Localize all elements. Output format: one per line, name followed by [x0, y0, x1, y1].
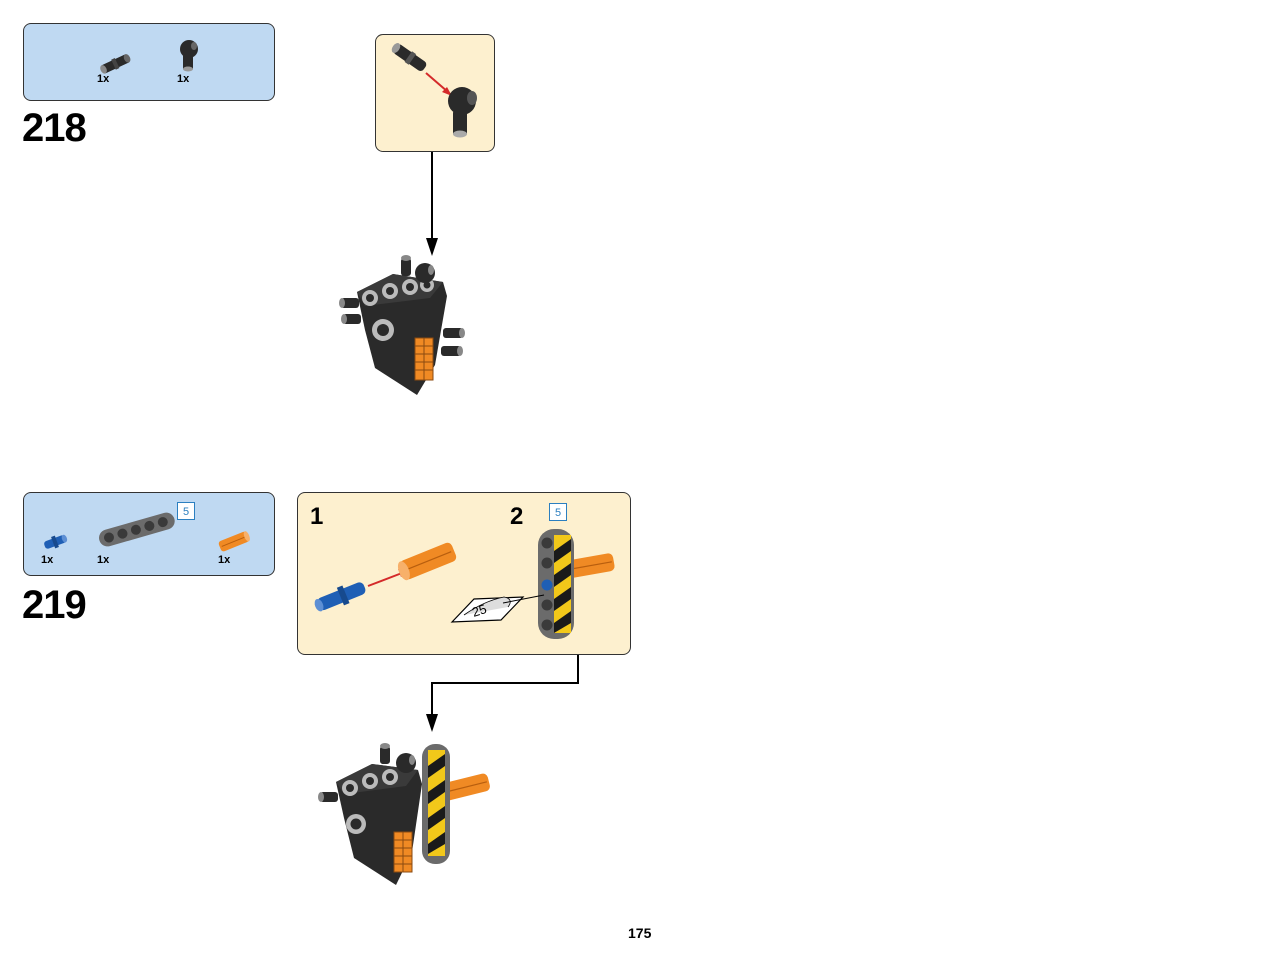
- sub-step-illustration: [314, 529, 615, 639]
- pin-connector-icon: [100, 54, 131, 74]
- beam-length-badge: 5: [549, 503, 567, 521]
- step-number: 218: [22, 106, 87, 150]
- part-qty: 1x: [97, 554, 110, 566]
- page-number: 175: [628, 925, 652, 941]
- part-qty: 1x: [177, 73, 190, 85]
- step-number: 219: [22, 583, 87, 627]
- blue-pin-icon: [44, 534, 68, 549]
- parts-list-218: 1x 1x: [23, 23, 275, 101]
- sub-step-number: 2: [510, 503, 524, 530]
- orange-axle-icon: [218, 531, 250, 552]
- sub-step-number: 1: [310, 503, 324, 530]
- beam-5-icon: [99, 512, 175, 547]
- parts-list-219: 1x 1x 5 1x: [23, 492, 275, 576]
- model-illustration-218: [339, 255, 465, 395]
- sub-assembly-callout-218: [375, 34, 495, 152]
- model-illustration-219: [318, 743, 490, 885]
- sub-assembly-callout-219: 1 2 5 2: [297, 492, 631, 655]
- angle-connector-icon: [180, 40, 198, 72]
- part-qty: 1x: [41, 554, 54, 566]
- beam-length-badge: 5: [177, 502, 195, 520]
- part-qty: 1x: [97, 73, 110, 85]
- connector-assembly-illustration: [391, 43, 477, 138]
- part-qty: 1x: [218, 554, 231, 566]
